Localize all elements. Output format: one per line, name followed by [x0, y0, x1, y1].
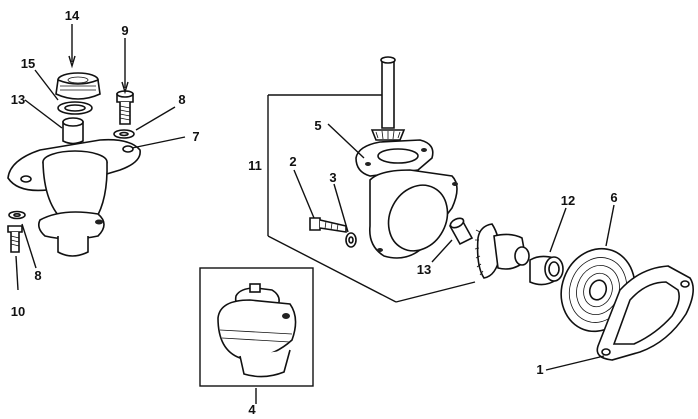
part-5-steering-shaft [370, 56, 406, 141]
callout-11: 11 [248, 158, 262, 173]
part-5-housing-upper [355, 139, 434, 177]
part-12-sleeve [529, 255, 564, 286]
callout-10: 10 [11, 304, 25, 319]
part-housing-ring [368, 169, 458, 259]
callout-13-left: 13 [11, 92, 25, 107]
part-9-bolt-top [116, 90, 134, 125]
callout-8-left: 8 [34, 268, 41, 283]
part-gear [474, 223, 530, 279]
part-2-bolt [309, 217, 347, 233]
callout-12: 12 [561, 193, 575, 208]
part-8-washer-top [113, 129, 135, 139]
callout-4: 4 [248, 402, 256, 417]
callout-1: 1 [536, 362, 543, 377]
part-14-dust-cap [55, 72, 101, 100]
callout-6: 6 [610, 190, 617, 205]
inset-box-4 [199, 267, 314, 387]
callout-14: 14 [65, 8, 80, 23]
callout-15: 15 [21, 56, 35, 71]
callouts: 1 2 3 4 5 6 7 8 8 9 10 11 12 13 13 14 15 [11, 8, 618, 417]
part-15-seal-ring [57, 101, 93, 115]
callout-3: 3 [329, 170, 336, 185]
part-13-bushing-left [62, 117, 84, 145]
bracket-11 [267, 94, 476, 303]
part-8-washer-left [8, 210, 26, 220]
callout-7: 7 [192, 129, 199, 144]
part-7-flange-housing [7, 138, 141, 257]
callout-13-right: 13 [417, 262, 431, 277]
part-13-bushing-right [448, 217, 474, 246]
callout-8-top: 8 [178, 92, 185, 107]
part-3-washer [345, 232, 357, 248]
callout-5: 5 [314, 118, 321, 133]
callout-2: 2 [289, 154, 296, 169]
callout-9: 9 [121, 23, 128, 38]
part-10-bolt-left [7, 225, 23, 253]
part-1-gasket [596, 265, 694, 361]
leader-lines [15, 24, 615, 404]
